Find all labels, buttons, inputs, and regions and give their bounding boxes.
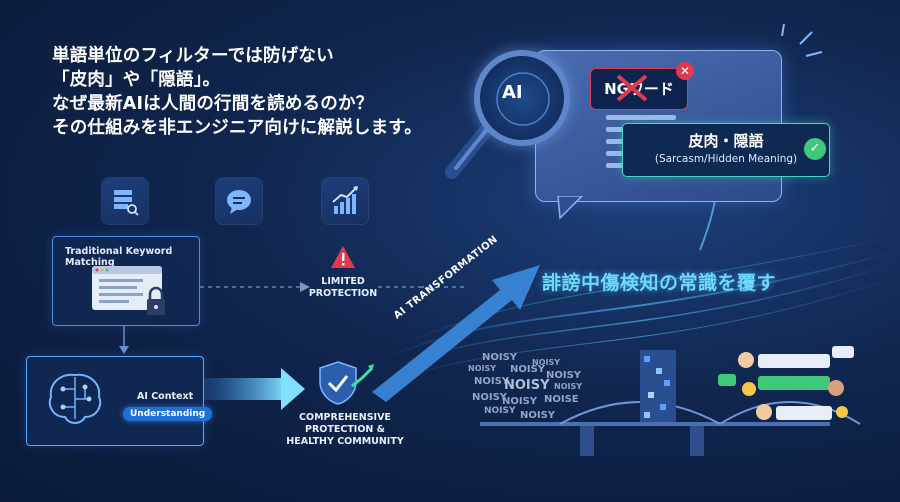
- noise-word: NOISY: [474, 376, 510, 387]
- shield-check-icon: [316, 360, 376, 410]
- magnifier-icon: AI: [474, 50, 570, 146]
- noise-word: NOISY: [472, 392, 508, 403]
- chat-illustration: [718, 346, 868, 426]
- understanding-pill: Understanding: [123, 407, 213, 421]
- avatar: [828, 380, 844, 396]
- noise-word: NOISY: [532, 358, 561, 367]
- headline: 単語単位のフィルターでは防げない 「皮肉」や「隠語」。 なぜ最新AIは人間の行間…: [52, 46, 422, 138]
- noise-word: NOISY: [502, 396, 538, 407]
- noise-word: NOISY: [546, 370, 582, 381]
- traditional-keyword-label: Traditional Keyword Matching: [65, 246, 173, 268]
- check-icon: ✓: [804, 138, 826, 160]
- browser-lock-icon: [91, 265, 171, 323]
- chat-bubble-small: [832, 346, 854, 358]
- magnifier-ai-label: AI: [502, 82, 523, 103]
- chat-bubble-icon: [216, 178, 262, 224]
- trending-chart-icon: [322, 178, 368, 224]
- limited-protection-label: LIMITED PROTECTION: [308, 276, 378, 299]
- tagline: 誹謗中傷検知の常識を覆す: [542, 272, 777, 294]
- noise-word: NOISY: [468, 364, 497, 373]
- noise-word: NOISY: [520, 410, 556, 421]
- sarcasm-title: 皮肉・隠語: [688, 132, 764, 150]
- sarcasm-subtitle: (Sarcasm/Hidden Meaning): [654, 153, 798, 165]
- pixel-tower: [640, 350, 676, 422]
- magnifier-brain-icon: [496, 72, 550, 126]
- traditional-keyword-panel: Traditional Keyword Matching: [52, 236, 200, 326]
- noise-word: NOISE: [544, 394, 579, 405]
- ai-context-label: AI Context: [137, 391, 194, 402]
- speech-bubble-tail: [557, 196, 584, 220]
- noise-word: NOISY: [554, 382, 583, 391]
- chat-bubble: [758, 376, 830, 390]
- chat-bubble: [758, 354, 830, 368]
- noise-word: NOISY: [510, 364, 546, 375]
- ng-cross-icon: [616, 74, 648, 102]
- avatar: [738, 352, 754, 368]
- close-icon: ✕: [676, 62, 694, 80]
- comprehensive-protection-label: COMPREHENSIVE PROTECTION & HEALTHY COMMU…: [286, 412, 404, 447]
- noise-word: NOISY: [504, 378, 550, 393]
- brain-circuit-icon: [41, 369, 109, 435]
- noise-word: NOISY: [484, 406, 516, 416]
- emoji-icon: [836, 406, 848, 418]
- emoji-icon: [742, 382, 756, 396]
- database-search-icon: [102, 178, 148, 224]
- avatar: [756, 404, 772, 420]
- ng-word-box: NGワード: [590, 68, 688, 110]
- sarcasm-box: 皮肉・隠語 (Sarcasm/Hidden Meaning): [622, 123, 830, 177]
- chat-bubble-green: [718, 374, 736, 386]
- chat-bubble: [776, 406, 832, 420]
- noise-word-cloud: NOISY NOISY NOISY NOISY NOISY NOISY NOIS…: [468, 352, 588, 422]
- noise-word: NOISY: [482, 352, 518, 363]
- ai-context-panel: AI Context Understanding: [26, 356, 213, 446]
- warning-icon: [330, 245, 356, 273]
